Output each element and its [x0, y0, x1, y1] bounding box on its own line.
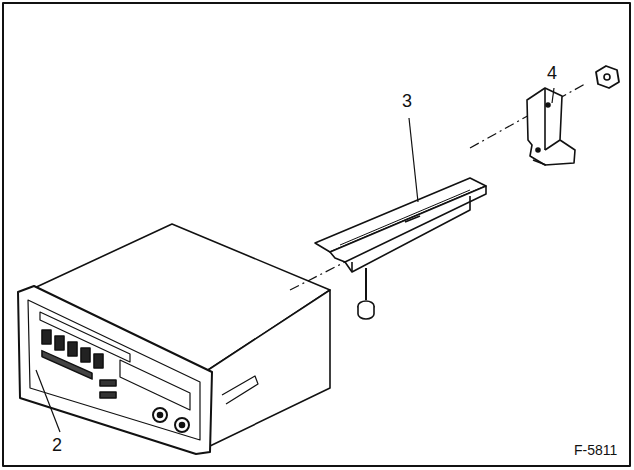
rear-bracket	[527, 88, 575, 165]
callout-number: 2	[52, 436, 62, 454]
figure-code: F-5811	[574, 443, 617, 457]
mounting-rail	[315, 178, 486, 272]
nut	[596, 66, 619, 88]
radio-unit	[18, 224, 330, 454]
callout-number: 4	[547, 64, 557, 82]
callout-number: 3	[402, 92, 412, 110]
frame	[3, 3, 630, 466]
screw	[358, 268, 374, 319]
